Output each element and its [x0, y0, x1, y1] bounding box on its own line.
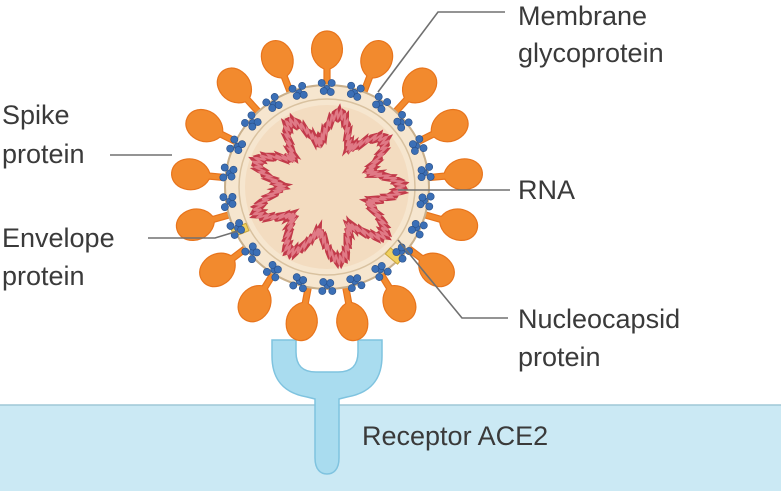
envelope-inner-edge	[238, 98, 416, 276]
membrane-glycoprotein	[289, 273, 308, 293]
membrane-glycoprotein	[407, 220, 428, 239]
membrane-glycoprotein	[262, 93, 283, 112]
membrane-glycoprotein	[226, 219, 245, 239]
spike-proteins	[171, 30, 483, 342]
membrane-glycoprotein	[393, 110, 413, 132]
leader-line-envelope	[148, 230, 239, 239]
spike-protein	[175, 208, 233, 241]
cell-surface	[0, 405, 781, 491]
spike-protein	[237, 269, 278, 323]
spike-protein	[185, 108, 240, 146]
label-envelope: Envelope	[2, 223, 115, 253]
membrane-glycoprotein	[318, 278, 337, 295]
membrane-glycoprotein	[371, 262, 392, 281]
leader-line-membrane	[377, 11, 505, 93]
spike-protein	[336, 284, 369, 342]
spike-protein	[285, 284, 318, 342]
membrane-glycoprotein	[416, 192, 435, 211]
label-spike: Spike	[2, 100, 70, 130]
membrane-glycoprotein	[262, 260, 282, 282]
rna-strand-b	[251, 108, 407, 267]
spike-protein	[376, 269, 417, 323]
spike-protein	[199, 244, 250, 288]
membrane-glycoprotein	[219, 163, 238, 182]
spike-protein	[310, 30, 344, 88]
membrane-glycoprotein	[346, 274, 366, 292]
spike-protein	[414, 108, 469, 146]
membrane-glycoprotein	[372, 92, 392, 114]
rna-strand	[248, 103, 410, 270]
spike-protein	[359, 40, 394, 96]
membrane-glycoprotein	[288, 82, 308, 100]
spike-protein	[404, 244, 455, 288]
membrane-glycoprotein	[317, 79, 336, 96]
label-spike-protein: protein	[2, 139, 85, 169]
label-glycoprotein: glycoprotein	[518, 38, 664, 68]
membrane-glycoprotein	[346, 81, 365, 101]
spike-protein	[421, 208, 479, 241]
label-nucleocapsid-protein: protein	[518, 342, 601, 372]
membrane-glycoproteins	[219, 79, 435, 295]
spike-protein	[260, 40, 295, 96]
receptor-ace2	[271, 339, 383, 475]
membrane-glycoprotein	[241, 111, 262, 131]
leader-line-nucleocapsid	[397, 239, 508, 319]
spike-protein	[425, 158, 483, 191]
membrane-glycoprotein	[409, 135, 428, 155]
membrane-glycoprotein	[417, 163, 435, 182]
label-envelope-protein: protein	[2, 261, 85, 291]
spike-protein	[391, 67, 438, 116]
membrane-glycoprotein	[241, 242, 261, 264]
label-membrane: Membrane	[518, 1, 647, 31]
label-receptor-ace2: Receptor ACE2	[362, 421, 548, 451]
label-nucleocapsid: Nucleocapsid	[518, 304, 680, 334]
membrane-glycoprotein	[219, 192, 237, 211]
spike-protein	[171, 158, 229, 191]
spike-protein	[216, 67, 263, 116]
membrane-glycoprotein	[226, 135, 247, 154]
label-rna: RNA	[518, 175, 575, 205]
